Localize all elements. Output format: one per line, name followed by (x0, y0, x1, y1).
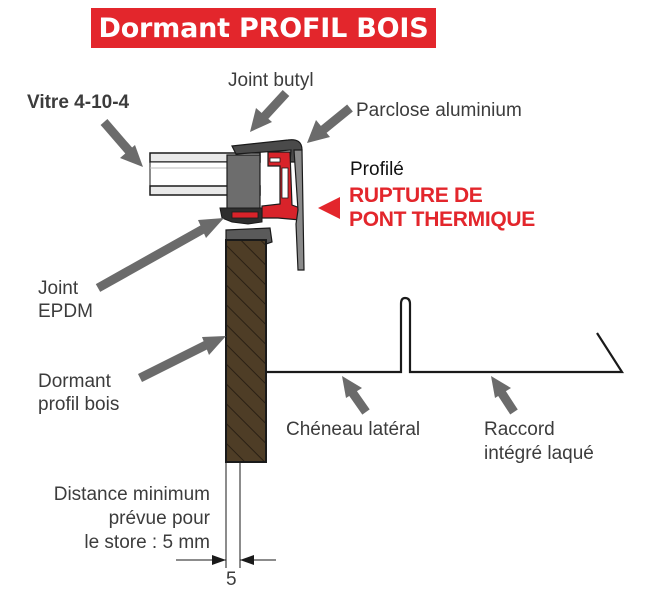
arrow-icon-vitre (100, 119, 143, 167)
thermal-break-profile (261, 151, 301, 221)
arrow-icon-joint-butyl (250, 89, 290, 132)
dimension-5mm (176, 462, 276, 568)
arrow-icon-parclose (307, 104, 353, 143)
label-joint-butyl: Joint butyl (228, 70, 314, 91)
label-joint-epdm-line1: Joint (38, 278, 79, 299)
label-dormant-line1: Dormant (38, 371, 111, 392)
label-distance-line3: le store : 5 mm (84, 532, 210, 553)
label-rupture-line1: RUPTURE DE (349, 184, 483, 207)
label-profile: Profilé (350, 159, 404, 180)
dimension-label: 5 (226, 569, 237, 590)
arrow-icon-raccord (491, 376, 518, 415)
red-triangle-icon (318, 197, 340, 219)
page-title: Dormant PROFIL BOIS (98, 12, 429, 44)
arrow-icon-cheneau (342, 376, 370, 415)
label-raccord-line1: Raccord (484, 419, 555, 440)
label-distance-line1: Distance minimum (53, 484, 210, 505)
arrow-icon-joint-epdm (95, 218, 224, 292)
label-dormant-line2: profil bois (38, 394, 120, 415)
label-distance-line2: prévue pour (108, 508, 210, 529)
pointer-arrows (95, 89, 518, 415)
side-gutter (266, 296, 625, 374)
label-joint-epdm-line2: EPDM (38, 301, 93, 322)
wood-frame (225, 239, 267, 463)
butyl-joint (226, 154, 261, 211)
label-vitre: Vitre 4-10-4 (27, 92, 130, 113)
arrow-icon-dormant (137, 336, 226, 383)
label-cheneau: Chéneau latéral (286, 419, 421, 440)
aluminium-bead (293, 149, 305, 271)
label-rupture-line2: PONT THERMIQUE (349, 208, 535, 231)
title-banner: Dormant PROFIL BOIS (91, 8, 436, 48)
label-raccord-line2: intégré laqué (484, 443, 594, 464)
label-parclose: Parclose aluminium (356, 100, 522, 121)
